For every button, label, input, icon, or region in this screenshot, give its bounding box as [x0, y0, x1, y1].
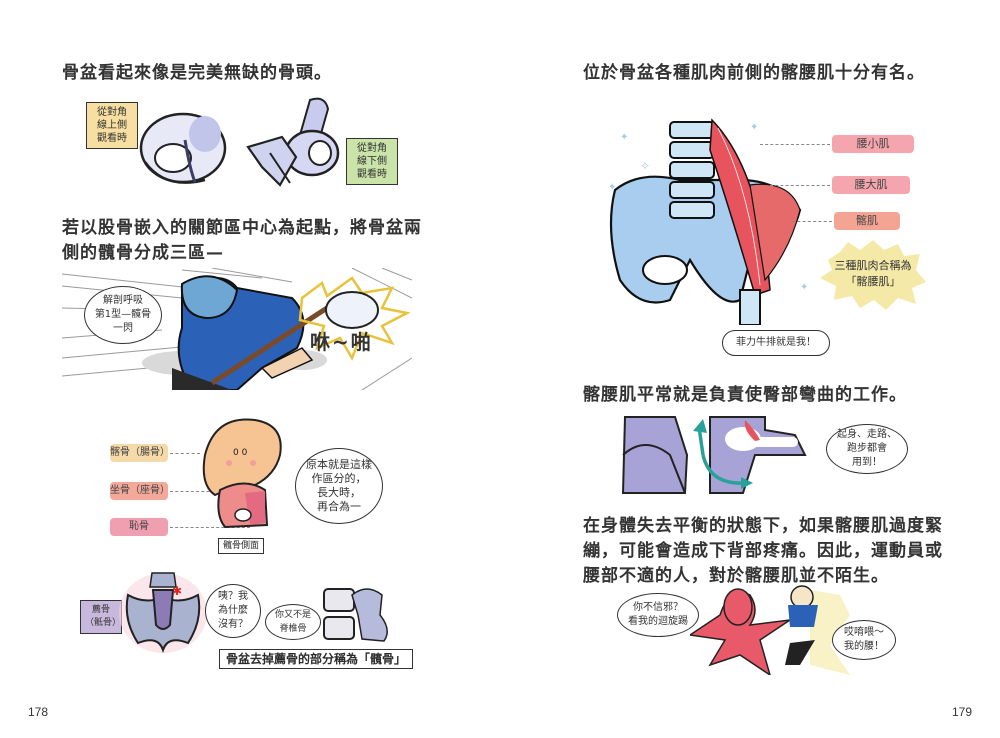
right-paragraph: 在身體失去平衡的狀態下，如果髂腰肌過度緊繃，可能會造成下背部疼痛。因此，運動員或… [583, 516, 943, 586]
label-pubis-leader [170, 527, 250, 528]
speech-bubble-usage: 起身、走路、 跑步都會 用到！ [826, 424, 908, 474]
lower-view-label: 從對角 線下側 觀看時 [346, 138, 398, 185]
leader-psoas-major [770, 185, 830, 186]
left-heading-1: 骨盆看起來像是完美無缺的骨頭。 [62, 63, 332, 83]
speech-bubble-origin: 原本就是這樣 作區分的， 長大時， 再合為一 [295, 448, 383, 524]
upper-view-label: 從對角 線上側 觀看時 [86, 102, 138, 149]
page-number-left: 178 [28, 705, 49, 719]
page-number-right: 179 [952, 705, 973, 719]
left-heading-2-line1: 若以股骨嵌入的關節區中心為起點，將骨盆兩 [62, 218, 422, 238]
svg-text:✦: ✦ [800, 282, 808, 293]
left-page: 骨盆看起來像是完美無缺的骨頭。 從對角 線上側 觀看時 從對角 線下側 觀看時 … [28, 63, 422, 719]
label-ilium: 髂骨（腸骨） [110, 444, 170, 462]
speech-bubble-kick: 你不信邪？ 看我的迴旋踢 [617, 593, 699, 637]
iliopsoas-illustration: ✦ ✦ ✦ ✦ ✧ [608, 118, 808, 325]
burst-text: 三種肌肉合稱為 「髂腰肌」 [834, 259, 912, 288]
label-ischium-leader [170, 491, 220, 492]
label-psoas-major: 腰大肌 [832, 176, 910, 194]
action-panel: 解剖呼吸 第1型—髖骨 一閃 咻~啪 [62, 268, 412, 390]
right-page: 位於骨盆各種肌肉前側的髂腰肌十分有名。 ✦ ✦ ✦ ✦ ✧ 腰小肌 腰大肌 髂肌… [500, 0, 1000, 738]
hipbone-definition-caption: 骨盆去掉薦骨的部分稱為「髖骨」 [219, 649, 414, 669]
hip-bone-illustration: 0 0 [202, 418, 282, 529]
pelvis-upper-view-illustration [139, 112, 227, 184]
pelvis-sacrum-illustration: ✱ [119, 572, 207, 654]
left-heading-2-line2: 側的髖骨分成三區— [62, 243, 224, 263]
label-psoas-minor: 腰小肌 [832, 135, 914, 153]
right-heading-1: 位於骨盆各種肌肉前側的髂腰肌十分有名。 [583, 63, 925, 83]
speech-bubble-technique: 解剖呼吸 第1型—髖骨 一閃 [84, 286, 162, 344]
label-ischium: 坐骨（座骨） [110, 482, 170, 500]
svg-text:✧: ✧ [640, 159, 650, 173]
svg-text:0 0: 0 0 [233, 448, 248, 458]
hip-flexion-illustration [621, 416, 807, 494]
svg-text:✦: ✦ [608, 182, 616, 193]
kick-illustration [690, 585, 850, 675]
label-ilium-leader [170, 453, 200, 454]
label-iliacus: 髂肌 [834, 212, 900, 230]
svg-text:✦: ✦ [620, 132, 628, 143]
right-heading-2: 髂腰肌平常就是負責使臀部彎曲的工作。 [583, 385, 907, 405]
sacrum-label: 薦骨 （骶骨） [80, 600, 122, 634]
speech-bubble-not-spine: 你又不是 脊椎骨 [265, 604, 321, 640]
leader-iliacus [792, 221, 832, 222]
sound-effect: 咻~啪 [310, 330, 373, 354]
svg-text:✱: ✱ [172, 584, 182, 598]
burst-shape [820, 240, 926, 310]
leader-psoas-minor [760, 144, 830, 145]
label-pubis: 恥骨 [110, 518, 168, 536]
hip-side-caption: 髖骨側面 [218, 538, 265, 554]
speech-bubble-sacrum: 咦？我 為什麼 沒有？ [205, 584, 261, 638]
vertebrae-illustration [323, 588, 388, 642]
pelvis-lower-view-illustration [246, 97, 340, 187]
speech-bubble-fillet: 菲力牛排就是我！ [722, 330, 830, 356]
speech-bubble-ouch: 哎唷喂～ 我的腰！ [832, 620, 896, 660]
svg-text:✦: ✦ [750, 122, 758, 133]
